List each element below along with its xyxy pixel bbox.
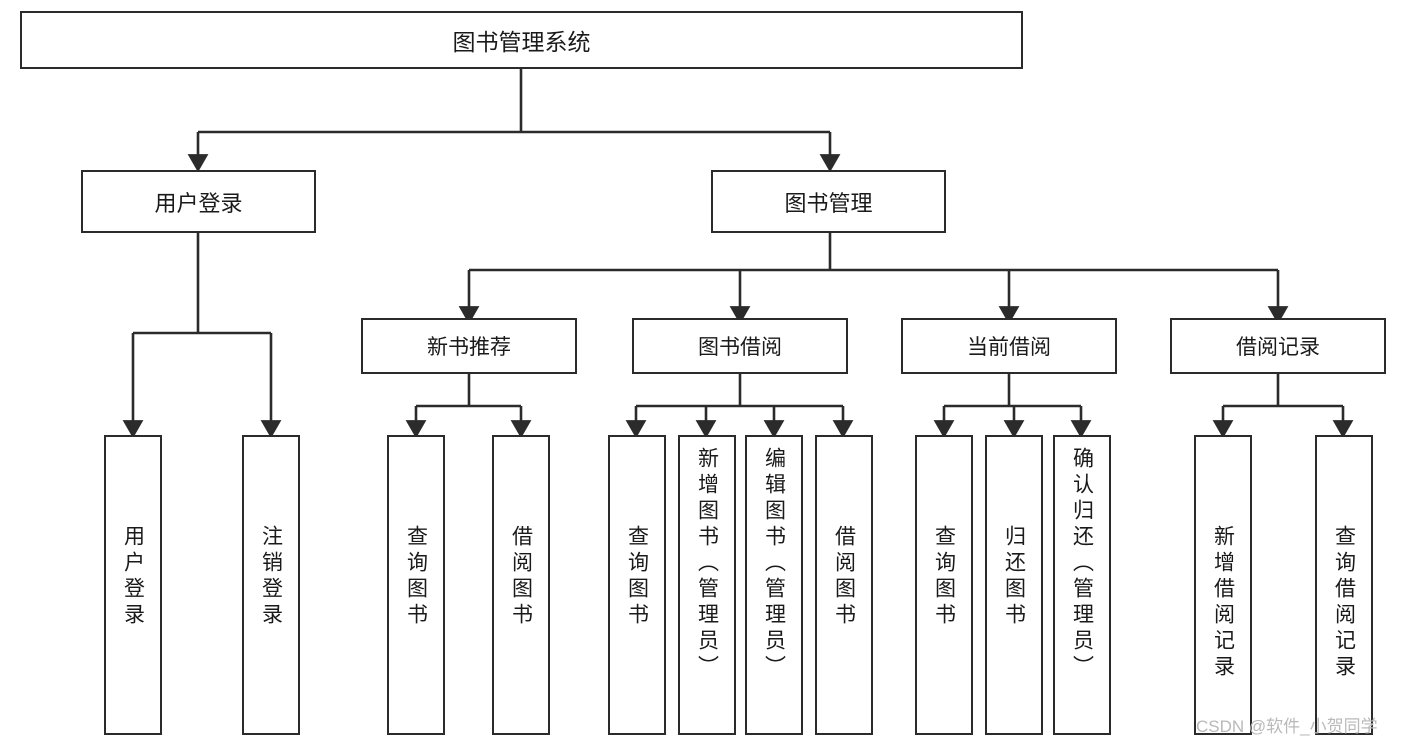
leaf-record-add-record[interactable]: 新增借阅记录 — [1194, 435, 1252, 735]
leaf-label: 查询借阅记录 — [1332, 525, 1356, 681]
leaf-label: 编辑图书（管理员） — [762, 447, 786, 681]
node-label: 图书管理 — [784, 190, 873, 216]
leaf-borrow-edit-book-admin[interactable]: 编辑图书（管理员） — [745, 435, 803, 735]
node-label: 图书借阅 — [698, 336, 782, 359]
leaf-borrow-query-book[interactable]: 查询图书 — [608, 435, 666, 735]
node-new-book-recommend[interactable]: 新书推荐 — [361, 318, 577, 374]
node-root-system[interactable]: 图书管理系统 — [20, 11, 1023, 69]
leaf-label: 用户登录 — [121, 525, 145, 629]
leaf-user-login-signin[interactable]: 用户登录 — [104, 435, 162, 735]
node-label: 当前借阅 — [967, 336, 1051, 359]
leaf-label: 借阅图书 — [832, 525, 856, 629]
leaf-borrow-borrow-book[interactable]: 借阅图书 — [815, 435, 873, 735]
leaf-label: 新增图书（管理员） — [695, 447, 719, 681]
leaf-current-query-book[interactable]: 查询图书 — [915, 435, 973, 735]
node-label: 借阅记录 — [1236, 336, 1320, 359]
node-book-management[interactable]: 图书管理 — [711, 170, 946, 233]
node-user-login[interactable]: 用户登录 — [81, 170, 316, 233]
leaf-current-confirm-return-admin[interactable]: 确认归还（管理员） — [1053, 435, 1111, 735]
leaf-label: 借阅图书 — [509, 525, 533, 629]
node-borrow-record[interactable]: 借阅记录 — [1170, 318, 1386, 374]
node-label: 新书推荐 — [427, 336, 511, 359]
leaf-recommend-borrow-book[interactable]: 借阅图书 — [492, 435, 550, 735]
leaf-user-login-signout[interactable]: 注销登录 — [242, 435, 300, 735]
leaf-record-query-record[interactable]: 查询借阅记录 — [1315, 435, 1373, 735]
node-current-borrow[interactable]: 当前借阅 — [901, 318, 1117, 374]
leaf-borrow-add-book-admin[interactable]: 新增图书（管理员） — [678, 435, 736, 735]
node-label: 图书管理系统 — [452, 29, 591, 55]
leaf-label: 确认归还（管理员） — [1070, 447, 1094, 681]
leaf-label: 查询图书 — [932, 525, 956, 629]
csdn-watermark: CSDN @软件_小贺同学 — [1196, 717, 1378, 736]
node-label: 用户登录 — [154, 190, 243, 216]
leaf-label: 查询图书 — [625, 525, 649, 629]
leaf-label: 查询图书 — [404, 525, 428, 629]
leaf-recommend-query-book[interactable]: 查询图书 — [387, 435, 445, 735]
node-book-borrow[interactable]: 图书借阅 — [632, 318, 848, 374]
leaf-label: 注销登录 — [259, 525, 283, 629]
leaf-label: 新增借阅记录 — [1211, 525, 1235, 681]
leaf-current-return-book[interactable]: 归还图书 — [985, 435, 1043, 735]
leaf-label: 归还图书 — [1002, 525, 1026, 629]
